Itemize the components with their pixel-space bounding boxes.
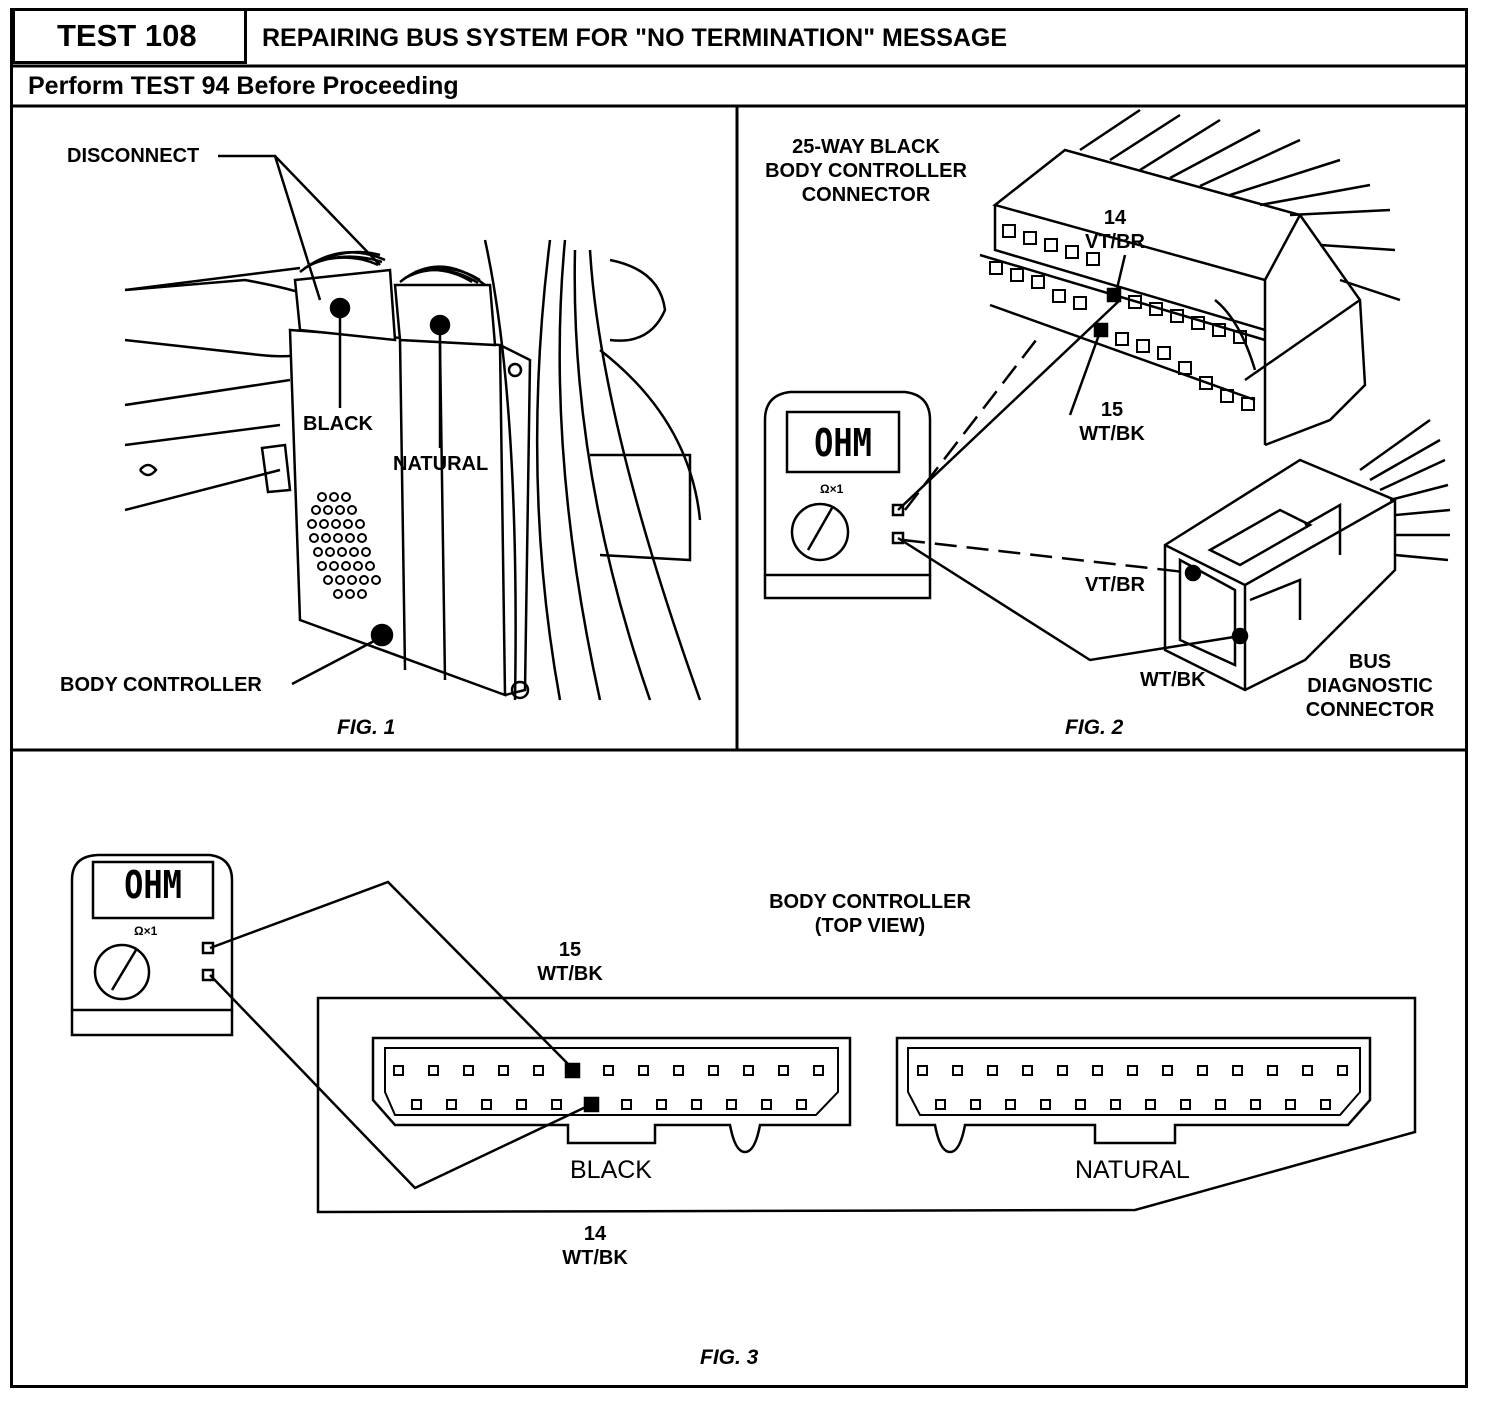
fig2-diag-wtbk-label: WT/BK: [1140, 669, 1206, 691]
fig3-title-line1: BODY CONTROLLER: [769, 891, 971, 913]
fig3-black-label: BLACK: [570, 1156, 652, 1184]
fig2-pin-row-top: [1002, 224, 1247, 344]
fig1-caption: FIG. 1: [337, 716, 396, 739]
fig1-black-label: BLACK: [303, 413, 373, 435]
fig2-connector-label: 25-WAY BLACK BODY CONTROLLER CONNECTOR: [750, 135, 982, 207]
fig3-title: BODY CONTROLLER (TOP VIEW): [740, 890, 1000, 938]
fig3-pin15-label: 15 WT/BK: [530, 938, 610, 986]
fig2-caption: FIG. 2: [1065, 716, 1124, 739]
fig1-body-controller-label: BODY CONTROLLER: [60, 674, 262, 696]
fig3-pin14-color: WT/BK: [562, 1247, 628, 1269]
fig2-connector-line3: CONNECTOR: [801, 184, 931, 206]
fig2-pin14-label: 14 VT/BR: [1075, 206, 1155, 254]
fig3-black-pins: [393, 1065, 824, 1110]
fig2-bus-line1: BUS: [1348, 651, 1392, 673]
fig1-illustration: [124, 154, 702, 701]
vent-holes: [307, 492, 381, 599]
fig2-pin15-label: 15 WT/BK: [1072, 398, 1152, 446]
fig1-natural-label: NATURAL: [393, 453, 489, 475]
fig2-illustration: [763, 108, 1451, 692]
fig2-meter-range: Ω×1: [820, 482, 844, 496]
fig2-pin-row-bottom: [989, 261, 1255, 411]
page-title: REPAIRING BUS SYSTEM FOR "NO TERMINATION…: [262, 24, 1008, 52]
fig3-meter-range: Ω×1: [134, 924, 158, 938]
fig3-illustration: [70, 853, 1417, 1214]
fig2-meter-display: OHM: [814, 420, 872, 466]
fig2-bus-line3: CONNECTOR: [1305, 699, 1435, 721]
fig3-pin14-label: 14 WT/BK: [555, 1222, 635, 1270]
fig3-meter-display: OHM: [124, 862, 182, 908]
fig1-disconnect-label: DISCONNECT: [67, 145, 200, 167]
test-number-text: TEST 108: [57, 18, 197, 53]
fig2-pin15-color: WT/BK: [1079, 423, 1145, 445]
fig3-pin14-num: 14: [583, 1223, 607, 1245]
fig3-pin15-num: 15: [558, 939, 582, 961]
fig2-pin15-num: 15: [1100, 399, 1124, 421]
fig3-caption: FIG. 3: [700, 1346, 759, 1369]
fig3-title-line2: (TOP VIEW): [814, 915, 926, 937]
fig2-pin14-num: 14: [1103, 207, 1127, 229]
fig3-natural-label: NATURAL: [1075, 1156, 1190, 1184]
outer-frame: [10, 8, 1468, 1388]
page-subtitle: Perform TEST 94 Before Proceeding: [28, 72, 459, 100]
fig2-diag-vtbr-label: VT/BR: [1085, 574, 1145, 596]
panel-borders: [10, 64, 1468, 752]
fig3-pin15-color: WT/BK: [537, 963, 603, 985]
fig2-bus-diagnostic-label: BUS DIAGNOSTIC CONNECTOR: [1290, 650, 1450, 722]
fig2-bus-line2: DIAGNOSTIC: [1307, 675, 1433, 697]
fig2-connector-line2: BODY CONTROLLER: [765, 160, 967, 182]
fig2-pin14-color: VT/BR: [1085, 231, 1145, 253]
fig2-connector-line1: 25-WAY BLACK: [792, 136, 940, 158]
test-number: TEST 108: [12, 8, 247, 64]
fig3-natural-pins: [917, 1065, 1348, 1110]
